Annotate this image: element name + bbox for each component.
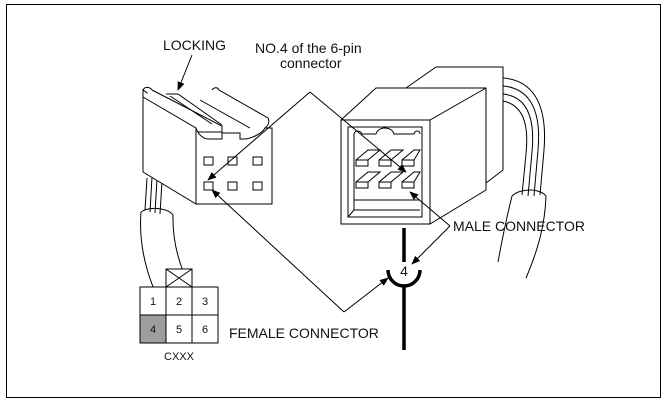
lock-tab-cross [165,268,193,288]
pin4-leader-male [309,91,407,173]
female-cavity [252,156,263,166]
pin4-leader-female [207,91,311,181]
pin-cell-5 [165,314,193,344]
pin-cell-3 [191,286,219,316]
pin-label-3: 3 [202,296,208,308]
diagram-frame [6,4,661,398]
male-pin [355,149,382,167]
female-right-rail [211,87,270,129]
female-body-top-curl [142,86,153,91]
male-wire [502,100,528,196]
female-connector-drawing [140,86,273,324]
female-cavity-pin-4 [203,181,214,191]
callout-lines [177,54,451,313]
male-pin [401,149,421,167]
pin-cell-1 [139,286,167,316]
pin-callout-line2: connector [280,55,342,71]
female-cavity [227,181,238,191]
male-cable-left-edge [497,195,513,263]
male-cable-right-edge [525,195,547,279]
symbol-pin-number: 4 [400,263,408,279]
female-cavity [227,156,238,166]
male-front-opening [347,126,423,218]
female-cavity [203,156,214,166]
female-body-top [142,89,223,133]
male-pin [355,171,382,189]
female-leader-symbol [343,277,389,313]
male-wire [502,93,534,197]
male-leader-symbol [411,225,451,265]
connector-code: CXXX [164,351,195,363]
female-top-line [199,99,251,129]
female-wires [144,176,163,215]
female-cavity [252,181,263,191]
pin-label-2: 2 [176,296,182,308]
pin-layout-grid: 1 2 3 4 5 6 CXXX [139,268,219,363]
pin-callout-line1: NO.4 of the 6-pin [255,40,362,56]
pin-cell-4 [139,314,167,344]
male-pin [378,171,405,189]
male-leader-drawing [409,191,451,227]
male-wire [502,77,546,196]
male-connector-drawing [340,66,547,279]
male-cable-mouth [511,189,547,197]
pin-label-4: 4 [150,324,156,336]
locking-ridge-line [169,95,213,125]
female-leader-drawing [211,189,345,313]
pin-label-5: 5 [176,324,182,336]
female-connector-label: FEMALE CONNECTOR [229,325,379,341]
male-inner-floor [347,199,420,218]
male-pin-row-top [355,149,421,167]
male-pin-row-bottom [355,171,421,189]
pin-label-1: 1 [150,296,156,308]
female-front-face [195,127,273,205]
locking-ridge-top [166,93,223,126]
male-connector-label: MALE CONNECTOR [453,218,585,234]
female-cable-mouth [140,207,174,216]
pin-cell-6 [191,314,219,344]
locking-leader [177,54,193,91]
male-pin-4 [401,171,421,189]
connector-symbol: 4 [386,228,422,350]
locking-label: LOCKING [163,37,226,53]
male-box-edges [341,87,487,224]
male-wire [502,85,540,197]
pin-label-6: 6 [202,324,208,336]
